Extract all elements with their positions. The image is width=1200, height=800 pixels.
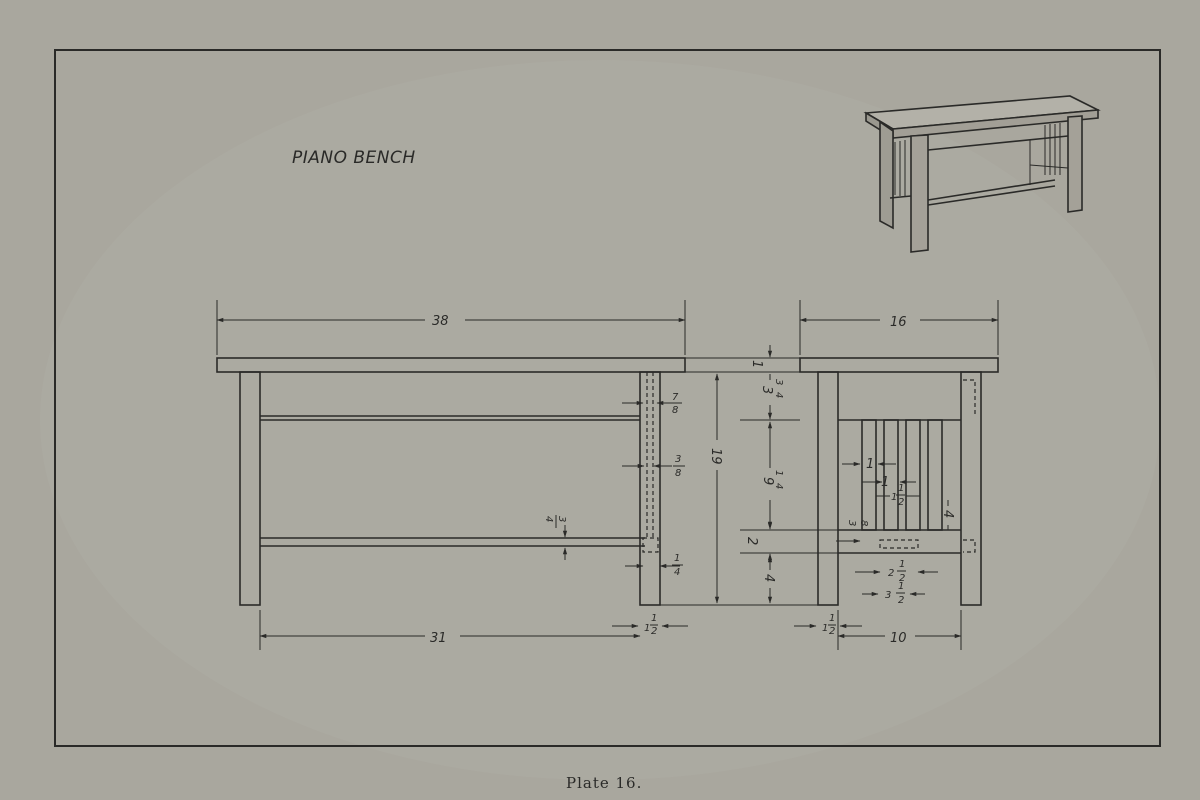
dim-mortise-b-den: 2	[898, 595, 904, 606]
dim-slat-height-den: 4	[773, 483, 784, 489]
dim-overall-length: 38	[432, 314, 449, 329]
end-slat-2	[883, 419, 899, 531]
vertical-dimensions: 1 19 3 3 4 9 1 4 2 4	[660, 345, 840, 606]
dim-leg-whole-end: 1	[822, 623, 828, 634]
perspective-view	[863, 95, 1101, 253]
dim-tenon-1-4-num: 1	[674, 553, 680, 564]
end-slat-3	[905, 419, 921, 531]
dim-leg-den-end: 2	[829, 626, 835, 637]
dim-apron-num: 3	[773, 379, 784, 385]
dim-mortise-a-den: 2	[899, 573, 905, 584]
dim-end-span: 10	[890, 631, 907, 646]
dim-slat-space-num: 1	[898, 483, 904, 494]
dim-leg-den-front: 2	[651, 626, 657, 637]
dim-apron-whole: 3	[759, 386, 774, 394]
dim-tenon-3-8-den: 8	[675, 468, 681, 479]
front-leg-right	[639, 371, 661, 606]
dim-slat-height-num: 1	[773, 470, 784, 476]
dim-top-thickness: 1	[749, 360, 764, 368]
dim-mortise-a-num: 1	[899, 559, 905, 570]
dim-slat-width-a: 1	[866, 457, 874, 472]
dim-inner-length: 31	[430, 631, 447, 646]
dim-height: 19	[708, 448, 723, 465]
front-elevation: 38 31 1 1 2 7 8 3 8 3 4	[216, 300, 688, 650]
dim-tenon-7-8-num: 7	[672, 392, 679, 403]
dim-slat-space-den: 2	[898, 497, 904, 508]
dim-mortise-b-num: 1	[898, 581, 904, 592]
end-slat-4	[927, 419, 943, 531]
dim-slat-space-whole: 1	[891, 492, 897, 503]
dim-end-3-8-num: 3	[846, 520, 857, 526]
dim-stretcher-height: 4	[761, 574, 776, 582]
end-leg-left	[817, 371, 839, 606]
dim-stretcher-3-4-den: 4	[543, 516, 554, 522]
end-leg-right	[960, 371, 982, 606]
dim-rail-gap: 2	[744, 537, 759, 545]
dim-overall-width: 16	[890, 315, 907, 330]
front-leg-left	[239, 371, 261, 606]
bench-top	[216, 357, 686, 373]
dim-end-3-8-den: 8	[858, 520, 869, 526]
dim-tenon-7-8-den: 8	[672, 405, 678, 416]
plate-border	[54, 49, 1161, 747]
end-elevation: 16 10 1 1 2 1 1 1 1 2 4 3 8	[794, 300, 999, 650]
dim-tenon-1-4-den: 4	[674, 567, 680, 578]
dim-stretcher-3-4-num: 3	[556, 516, 567, 522]
dim-apron-den: 4	[773, 392, 784, 398]
drawing-title: PIANO BENCH	[292, 148, 416, 168]
dim-mortise-a-whole: 2	[888, 568, 894, 579]
dim-leg-num-front: 1	[651, 613, 657, 624]
end-slat-1	[861, 419, 877, 531]
dim-side-rail: 4	[940, 510, 955, 518]
dim-mortise-b-whole: 3	[885, 590, 891, 601]
dim-slat-height-whole: 9	[760, 477, 775, 485]
dim-leg-whole-front: 1	[644, 623, 650, 634]
dim-leg-num-end: 1	[829, 613, 835, 624]
dim-tenon-3-8-num: 3	[675, 454, 681, 465]
plate-caption: Plate 16.	[566, 774, 642, 792]
dim-slat-width-b: 1	[881, 475, 889, 490]
end-top	[799, 357, 999, 373]
